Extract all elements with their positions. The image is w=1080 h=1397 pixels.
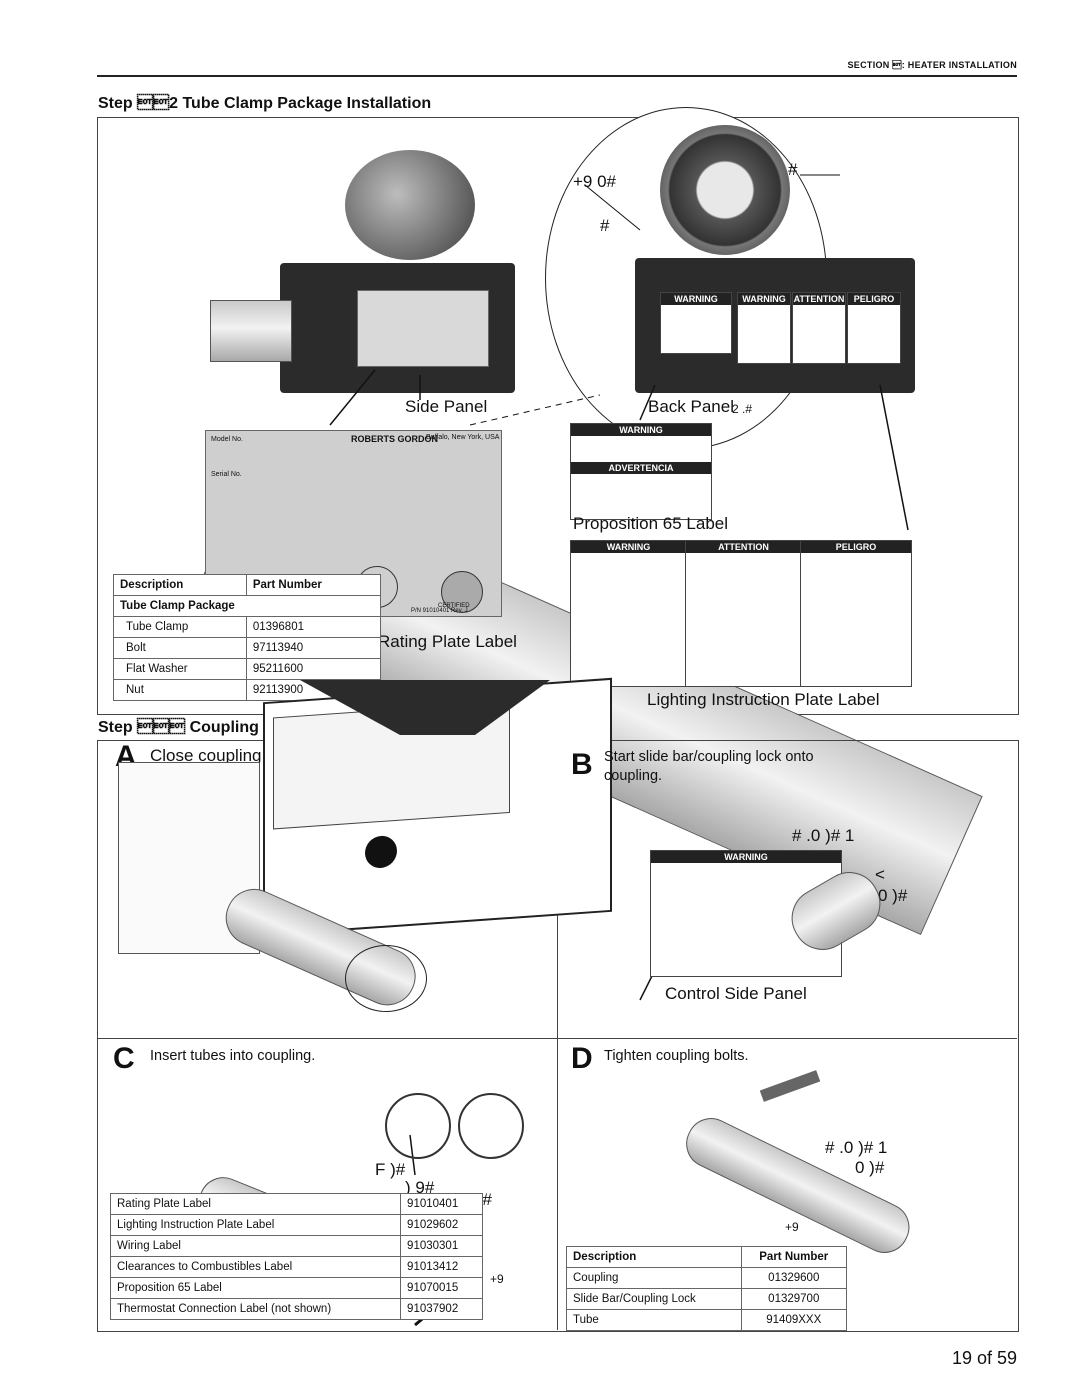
lighting-peligro-head: PELIGRO: [801, 541, 911, 553]
page-number: 19 of 59: [951, 1348, 1017, 1368]
d-glyph-2: 0 )#: [855, 1158, 885, 1177]
coupling-frame-divider-v: [557, 740, 558, 1330]
control-knob-icon: [365, 834, 397, 870]
plate-part: P/N 91010401 Rev. J: [411, 608, 468, 614]
b-glyph-1: # .0 )# 1: [792, 826, 855, 845]
back-panel-glyph: 2 .#: [732, 402, 753, 416]
coupling-frame-divider-h: [97, 1038, 1017, 1039]
back-attention-sticker: ATTENTION: [792, 292, 846, 364]
burner-inlet-tube: [210, 300, 292, 362]
coupling-ring-left: [385, 1093, 451, 1159]
step-d-text: Tighten coupling bolts.: [604, 1048, 749, 1064]
prop65-warning-head: WARNING: [571, 424, 711, 436]
blower-grille-illustration: [660, 125, 790, 255]
lighting-warning-head: WARNING: [571, 541, 686, 553]
c-glyph-4: +9: [490, 1272, 504, 1286]
prop65-sticker: WARNING ADVERTENCIA: [570, 423, 712, 520]
callout-glyph-2: #: [788, 160, 798, 179]
back-peligro-head: PELIGRO: [848, 293, 900, 305]
rating-plate-on-heater: [357, 290, 489, 367]
side-panel-label: Side Panel: [405, 397, 488, 416]
step-title-coupling: Step  Coupling: [98, 719, 259, 736]
callout-glyph-3: #: [600, 216, 610, 235]
rating-plate-caption: Rating Plate Label: [378, 632, 517, 651]
lighting-panel-peligro: PELIGRO: [800, 540, 912, 687]
table-row: Thermostat Connection Label (not shown)9…: [109, 1298, 483, 1320]
b-glyph-3: 0 )#: [878, 886, 908, 905]
coupling-col-part: Part Number: [740, 1246, 848, 1268]
c-glyph-1: F )#: [375, 1160, 406, 1179]
plate-certified: CERTIFIED: [438, 603, 470, 609]
lighting-panel-warning: WARNING: [570, 540, 687, 687]
control-side-panel-caption: Control Side Panel: [665, 984, 807, 1003]
lighting-panel-attention: ATTENTION: [685, 540, 802, 687]
back-panel-label: Back Panel: [648, 397, 734, 416]
coupling-a-detail-circle: [345, 945, 427, 1012]
back-attention-head: ATTENTION: [793, 293, 845, 305]
back-warning-sticker-1: WARNING: [660, 292, 732, 354]
blower-motor-illustration: [345, 150, 475, 260]
step-b-letter: B: [571, 748, 593, 781]
plate-company: ROBERTS GORDON: [351, 434, 439, 444]
step-b-text: Start slide bar/coupling lock onto coupl…: [604, 749, 814, 784]
d-glyph-3: +9: [785, 1220, 799, 1234]
step-title-tube-clamp: Step 2 Tube Clamp Package Installation: [98, 95, 432, 112]
clearances-warning-head: WARNING: [651, 851, 841, 863]
d-glyph-1: # .0 )# 1: [825, 1138, 888, 1157]
clamp-col-part: Part Number: [245, 574, 382, 596]
plate-cert-icon: [441, 571, 483, 613]
coupling-ring-right: [458, 1093, 524, 1159]
clamp-col-description: Description: [113, 574, 247, 596]
plate-model: Model No.: [211, 436, 243, 443]
c-glyph-2: ) 9#: [405, 1178, 435, 1197]
prop65-advertencia-head: ADVERTENCIA: [571, 462, 711, 474]
plate-serial: Serial No.: [211, 471, 242, 478]
coupling-col-description: Description: [566, 1246, 742, 1268]
section-header: SECTION : HEATER INSTALLATION: [847, 60, 1017, 70]
back-peligro-sticker: PELIGRO: [847, 292, 901, 364]
clamp-group: Tube Clamp Package: [113, 595, 381, 617]
plate-city: Buffalo, New York, USA: [426, 434, 500, 441]
lighting-caption: Lighting Instruction Plate Label: [647, 690, 880, 709]
b-glyph-2: <: [875, 865, 885, 884]
back-warning-sticker-2: WARNING: [737, 292, 791, 364]
callout-glyph-1: +9 0#: [573, 172, 617, 191]
prop65-caption: Proposition 65 Label: [573, 514, 729, 533]
back-warning-head-2: WARNING: [738, 293, 790, 305]
lighting-attention-head: ATTENTION: [686, 541, 801, 553]
back-warning-head: WARNING: [661, 293, 731, 305]
step-a-text: Close coupling: [150, 746, 262, 765]
step-d-letter: D: [571, 1042, 593, 1075]
step-c-letter: C: [113, 1042, 135, 1075]
header-rule: [97, 75, 1017, 77]
step-c-text: Insert tubes into coupling.: [150, 1048, 316, 1064]
